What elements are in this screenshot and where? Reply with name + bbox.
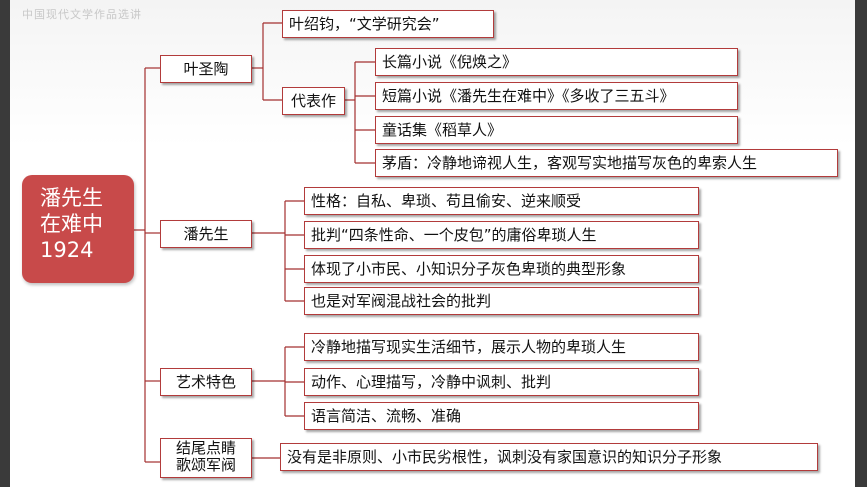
art-item-3[interactable]: 语言简洁、流畅、准确	[304, 402, 699, 430]
root-node[interactable]: 潘先生 在难中 1924	[22, 175, 134, 283]
node-works[interactable]: 代表作	[282, 87, 345, 115]
left-frame	[0, 0, 10, 487]
work-item-3[interactable]: 童话集《稻草人》	[375, 116, 738, 144]
art-item-2[interactable]: 动作、心理描写，冷静中讽刺、批判	[304, 368, 699, 396]
node-ye-shengtao[interactable]: 叶圣陶	[160, 55, 252, 83]
watermark: 中国现代文学作品选讲	[22, 8, 142, 21]
node-art-features[interactable]: 艺术特色	[160, 368, 252, 396]
node-ending-line2: 歌颂军阀	[175, 456, 236, 474]
node-ending[interactable]: 结尾点睛 歌颂军阀	[160, 438, 252, 478]
root-title-line1: 潘先生	[40, 186, 103, 210]
pan-item-2[interactable]: 批判“四条性命、一个皮包”的庸俗卑琐人生	[304, 221, 699, 249]
node-ending-line1: 结尾点睛	[175, 439, 236, 457]
work-item-2[interactable]: 短篇小说《潘先生在难中》《多收了三五斗》	[375, 82, 738, 110]
right-frame	[855, 0, 867, 487]
maodun-comment[interactable]: 茅盾：冷静地谛视人生，客观写实地描写灰色的卑索人生	[375, 149, 838, 177]
pan-item-3[interactable]: 体现了小市民、小知识分子灰色卑琐的典型形象	[304, 255, 699, 283]
pan-item-1[interactable]: 性格：自私、卑琐、苟且偷安、逆来顺受	[304, 187, 699, 215]
end-item[interactable]: 没有是非原则、小市民劣根性，讽刺没有家国意识的知识分子形象	[280, 443, 818, 471]
root-title-line3: 1924	[40, 238, 94, 262]
node-pan-xiansheng[interactable]: 潘先生	[160, 220, 252, 248]
art-item-1[interactable]: 冷静地描写现实生活细节，展示人物的卑琐人生	[304, 333, 699, 361]
root-title-line2: 在难中	[40, 212, 103, 236]
ye-intro[interactable]: 叶绍钧，“文学研究会”	[282, 10, 494, 38]
work-item-1[interactable]: 长篇小说《倪焕之》	[375, 48, 738, 76]
pan-item-4[interactable]: 也是对军阀混战社会的批判	[304, 287, 699, 315]
